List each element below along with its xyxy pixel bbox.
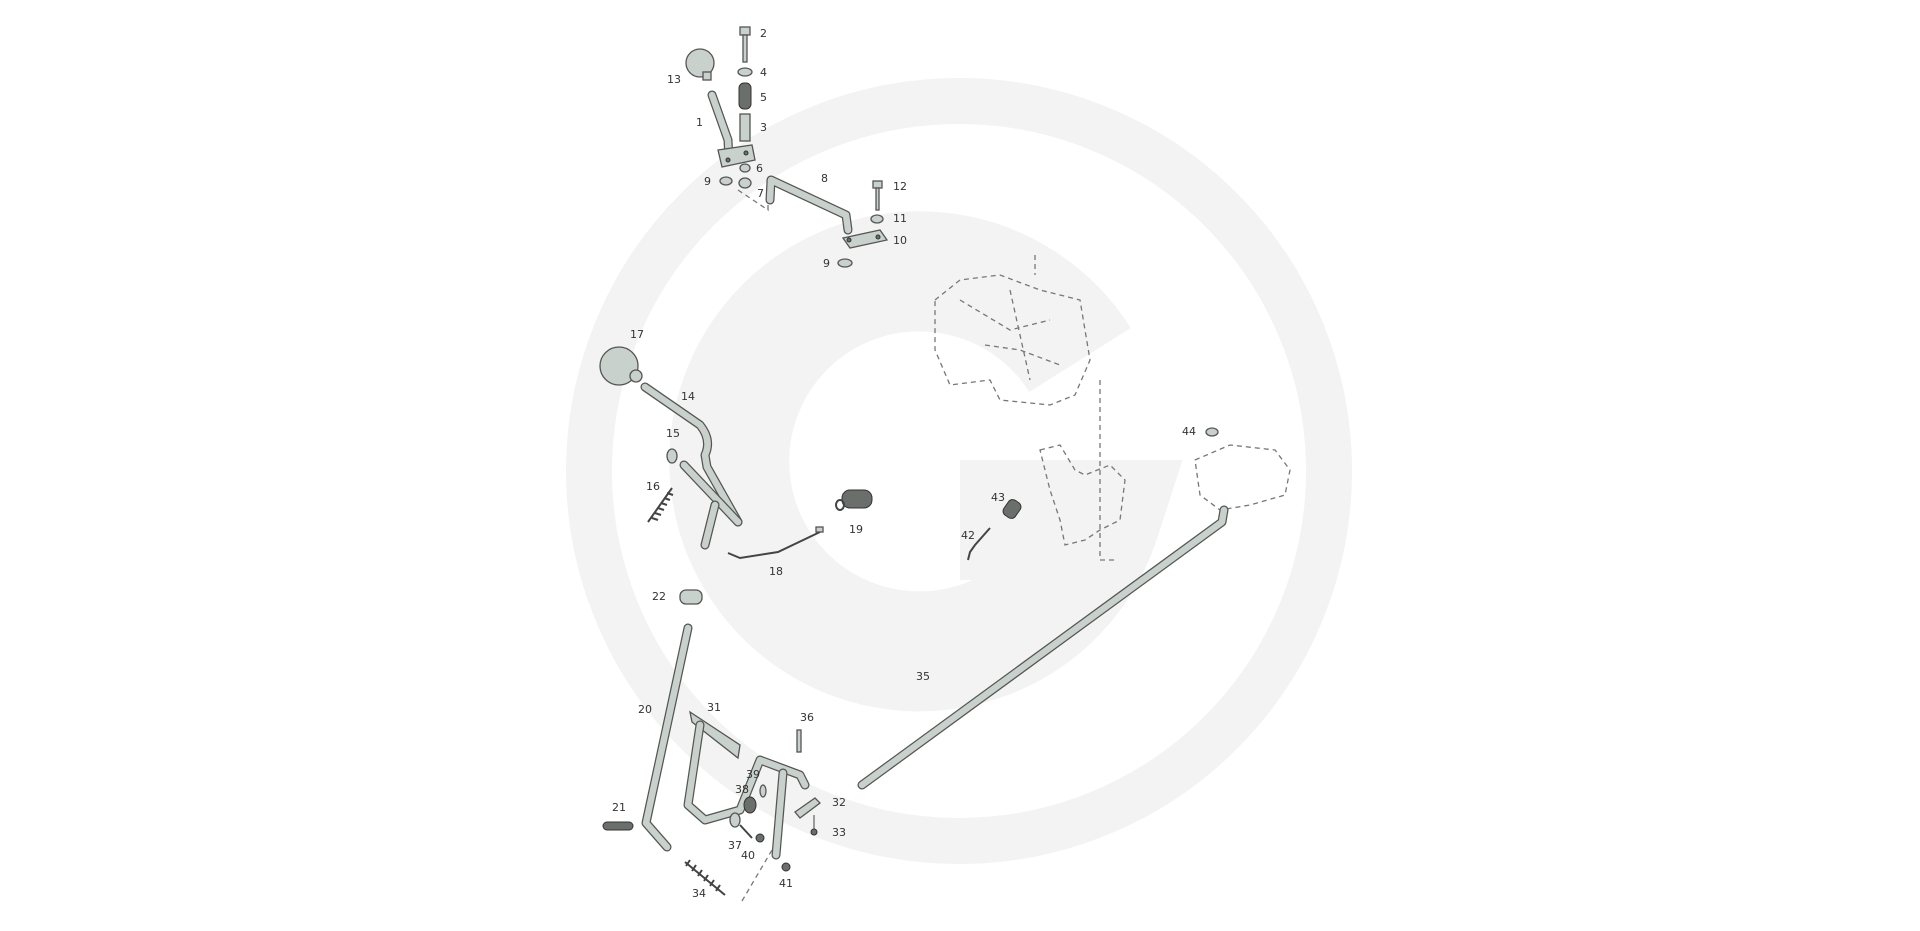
- part-33-screw: [810, 815, 818, 836]
- part-21-spring: [602, 821, 634, 831]
- callout-3: 3: [760, 121, 767, 134]
- callout-32: 32: [832, 796, 846, 809]
- part-7-nut: [738, 177, 752, 189]
- callout-39: 39: [746, 768, 760, 781]
- callout-10: 10: [893, 234, 907, 247]
- part-6-nut: [739, 163, 751, 173]
- part-32-bracket: [794, 797, 821, 819]
- part-14-lever: [640, 382, 743, 527]
- part-36-pin: [796, 729, 802, 753]
- callout-6: 6: [756, 162, 763, 175]
- callout-1: 1: [696, 116, 703, 129]
- part-34-spring: [684, 849, 773, 902]
- callout-2: 2: [760, 27, 767, 40]
- callout-18: 18: [769, 565, 783, 578]
- callout-7: 7: [757, 187, 764, 200]
- part-22-knob: [679, 589, 703, 605]
- gearbox-outline: [934, 255, 1115, 561]
- callout-42: 42: [961, 529, 975, 542]
- part-18-cable: [727, 526, 824, 560]
- part-11-washer: [870, 214, 884, 224]
- transmission-part-outline: [1194, 444, 1291, 511]
- callout-34: 34: [692, 887, 706, 900]
- pedal-arm: [771, 768, 788, 860]
- callout-44: 44: [1182, 425, 1196, 438]
- callout-5: 5: [760, 91, 767, 104]
- part-9-nut: [719, 176, 733, 186]
- callout-31: 31: [707, 701, 721, 714]
- part-8-rod: [765, 175, 853, 235]
- part-38-bushing: [743, 796, 757, 814]
- part-31-pedal: [683, 710, 810, 825]
- part-10-bracket: [841, 229, 889, 249]
- lever-plate: [717, 144, 756, 168]
- callout-22: 22: [652, 590, 666, 603]
- part-4-washer: [737, 67, 753, 77]
- callout-11: 11: [893, 212, 907, 225]
- callout-21: 21: [612, 801, 626, 814]
- callout-12: 12: [893, 180, 907, 193]
- callout-40: 40: [741, 849, 755, 862]
- callout-43: 43: [991, 491, 1005, 504]
- part-5-spring: [738, 82, 752, 110]
- part-43-spring: [1002, 499, 1022, 519]
- part-16-spring: [647, 487, 674, 523]
- callout-41: 41: [779, 877, 793, 890]
- callout-38: 38: [735, 783, 749, 796]
- callout-4: 4: [760, 66, 767, 79]
- callout-8: 8: [821, 172, 828, 185]
- callout-13: 13: [667, 73, 681, 86]
- part-3-spacer: [739, 113, 751, 142]
- part-41-nut: [781, 862, 791, 872]
- part-37-plate: [729, 812, 753, 839]
- part-42-rod: [967, 527, 991, 561]
- part-39-washer: [759, 784, 767, 798]
- callout-19: 19: [849, 523, 863, 536]
- callout-33: 33: [832, 826, 846, 839]
- watermark-logo: [566, 78, 1352, 864]
- callout-37: 37: [728, 839, 742, 852]
- callout-36: 36: [800, 711, 814, 724]
- part-13-knob: [685, 48, 715, 81]
- part-19-spring: [835, 489, 873, 511]
- part-9b-nut: [837, 258, 853, 268]
- callout-9: 9: [704, 175, 711, 188]
- callout-14: 14: [681, 390, 695, 403]
- callout-16: 16: [646, 480, 660, 493]
- callouts: 1 2 3 4 5 6 7 8 9 9 10 11 12 13 14 15 16…: [612, 27, 1196, 900]
- part-44-nut: [1205, 427, 1219, 437]
- part-35-rod: [857, 505, 1229, 790]
- part-20-rod: [641, 623, 693, 852]
- callout-17: 17: [630, 328, 644, 341]
- part-2-bolt: [739, 26, 751, 63]
- part-12-bolt: [872, 180, 883, 211]
- callout-20: 20: [638, 703, 652, 716]
- part-15-washer: [666, 448, 678, 464]
- lever-crossbar: [679, 460, 743, 550]
- part-17-knob: [599, 346, 643, 386]
- part-40-nut: [755, 833, 765, 843]
- axle-bracket-outline: [1039, 444, 1126, 546]
- callout-35: 35: [916, 670, 930, 683]
- callout-15: 15: [666, 427, 680, 440]
- callout-9b: 9: [823, 257, 830, 270]
